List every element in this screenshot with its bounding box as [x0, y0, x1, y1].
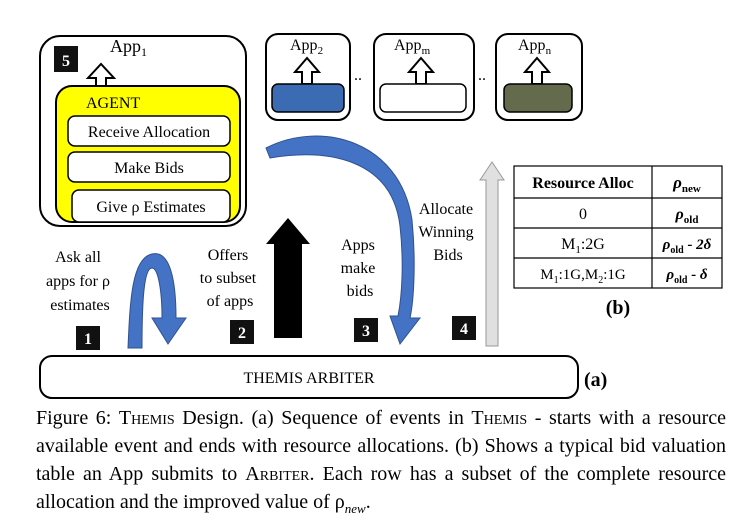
agent-item-label: Make Bids — [114, 160, 184, 177]
ellipsis-1: .. — [354, 67, 362, 84]
arbiter-label: THEMIS ARBITER — [243, 370, 374, 387]
caption-rho: ρ — [334, 491, 345, 513]
step3-label: Apps make bids — [341, 237, 380, 300]
table-cell-alloc: M1:1G,M2:1G — [540, 267, 626, 286]
step2-badge — [230, 320, 254, 344]
step5-number: 5 — [62, 53, 70, 70]
caption-figure-label: Figure 6: — [36, 407, 112, 429]
step1-badge — [76, 326, 100, 350]
app2-label: App2 — [290, 37, 323, 57]
step2-number: 2 — [238, 325, 246, 342]
arbiter-tag: (a) — [584, 369, 607, 391]
caption-arbiter: Arbiter — [245, 463, 310, 485]
appm-up-arrow — [406, 56, 436, 85]
caption-text: . Each row has a subset of the complete … — [36, 463, 726, 513]
table-header-alloc: Resource Alloc — [532, 175, 633, 192]
step4-up-arrow — [479, 161, 505, 347]
table-cell-alloc: M1:2G — [561, 236, 605, 256]
step1-label: Ask all apps for ρ estimates — [46, 249, 114, 314]
ellipsis-2: .. — [478, 67, 486, 84]
step3-badge — [354, 318, 378, 342]
step4-badge — [452, 316, 476, 340]
step4-label: Allocate Winning Bids — [418, 201, 477, 264]
caption-text: - starts with a resource available event… — [36, 407, 727, 485]
agent-item-give-estimates — [71, 189, 231, 223]
caption-themis: Themis — [118, 407, 175, 429]
appn-up-arrow — [522, 56, 552, 85]
agent-item-make-bids — [67, 151, 231, 183]
step3-number: 3 — [362, 323, 370, 340]
table-cell-rho: ρold - 2δ — [662, 237, 712, 256]
caption-rho-sub: new — [344, 501, 366, 516]
app2-agent-box — [271, 83, 345, 113]
agent-item-receive-allocation — [67, 115, 231, 147]
step1-curved-arrow — [127, 253, 187, 349]
appm-agent-box — [379, 83, 467, 113]
step4-number: 4 — [460, 321, 468, 338]
agent-title: AGENT — [86, 95, 140, 112]
step3-curved-arrow — [265, 135, 422, 346]
app2-up-arrow — [292, 56, 322, 85]
arbiter-box — [39, 355, 579, 399]
appn-agent-box — [503, 83, 573, 113]
table-cell-alloc: 0 — [579, 206, 587, 223]
table-cell-rho: ρold - δ — [665, 267, 708, 286]
figure-caption: Figure 6: Themis Design. (a) Sequence of… — [36, 404, 726, 523]
step5-badge — [54, 46, 78, 72]
appn-label: Appn — [518, 37, 552, 57]
table-header-rho: ρnew — [672, 173, 701, 195]
step2-label: Offers to subset of apps — [200, 247, 260, 310]
themis-design-diagram: 5 App1 AGENT Receive Allocation Make Bid… — [39, 33, 723, 399]
bid-valuation-table — [513, 165, 723, 289]
caption-text: . — [365, 491, 371, 513]
appm-label: Appm — [394, 37, 431, 57]
agent-item-label: Give ρ Estimates — [96, 199, 205, 216]
table-tag: (b) — [606, 297, 630, 319]
step1-number: 1 — [84, 331, 92, 348]
caption-themis: Themis — [471, 407, 528, 429]
agent-item-label: Receive Allocation — [88, 124, 210, 141]
app1-label: App1 — [110, 36, 147, 59]
table-cell-rho: ρold — [675, 206, 699, 226]
step2-up-arrow — [266, 218, 310, 338]
caption-text: Design. (a) Sequence of events in — [174, 407, 472, 429]
